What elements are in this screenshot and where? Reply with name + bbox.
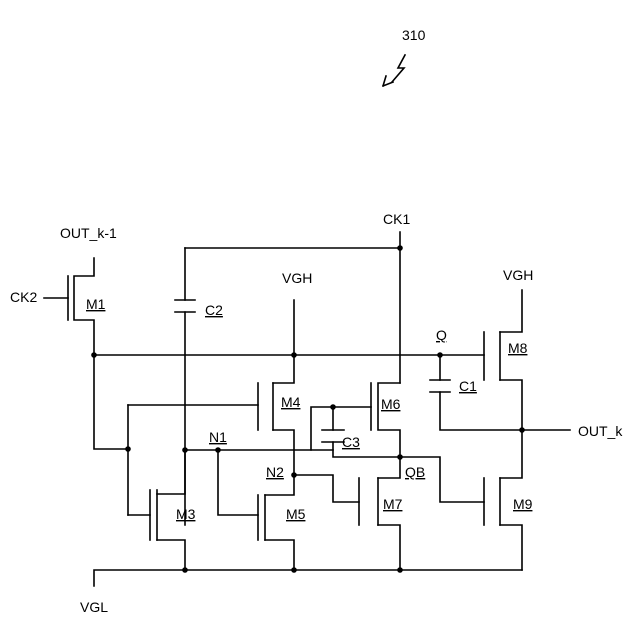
transistor-m3	[128, 405, 258, 570]
m1-to-m3	[94, 355, 128, 449]
node-n2-label: N2	[266, 464, 284, 480]
node-qb-label: QB	[405, 464, 425, 480]
c2-label: C2	[205, 302, 223, 318]
m4-label: M4	[281, 394, 301, 410]
n2-to-m7-gate	[294, 475, 359, 502]
c1-label: C1	[459, 378, 477, 394]
node-n1-label: N1	[209, 429, 227, 445]
m6-label: M6	[381, 396, 401, 412]
transistor-m7	[359, 457, 400, 570]
vgl-label: VGL	[80, 599, 108, 615]
capacitor-c2	[175, 248, 400, 525]
capacitor-c3	[322, 407, 400, 457]
m5-label: M5	[286, 506, 306, 522]
m1-label: M1	[86, 296, 106, 312]
vgh-left-label: VGH	[282, 270, 312, 286]
m7-label: M7	[383, 496, 403, 512]
ck1-label: CK1	[383, 211, 410, 227]
vgl-line	[94, 570, 522, 586]
vgh-right-label: VGH	[503, 267, 533, 283]
out-k-label: OUT_k	[578, 423, 623, 439]
node-q-label: Q	[436, 327, 447, 343]
m8-label: M8	[508, 340, 528, 356]
transistor-m8	[484, 290, 522, 430]
out-prev-label: OUT_k-1	[60, 225, 117, 241]
m3-label: M3	[176, 506, 196, 522]
figure-ref-label: 310	[402, 27, 426, 43]
figure-ref-arrow	[383, 55, 405, 86]
c3-label: C3	[342, 434, 360, 450]
m9-label: M9	[513, 496, 533, 512]
transistor-m4	[258, 300, 294, 475]
ck2-label: CK2	[10, 289, 37, 305]
